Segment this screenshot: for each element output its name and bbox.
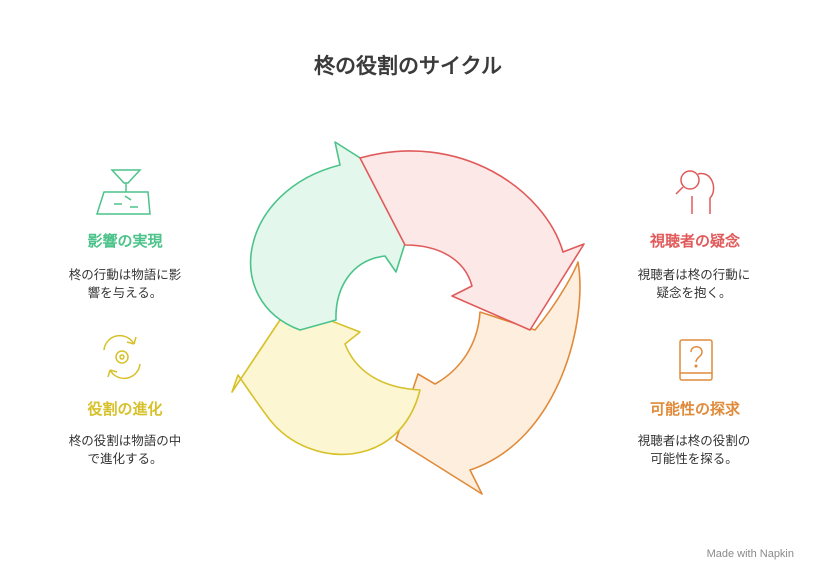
node-desc-influence: 柊の行動は物語に影 響を与える。 [68, 267, 182, 300]
node-desc-evolution: 柊の役割は物語の中 で進化する。 [68, 433, 182, 466]
person-search-icon [675, 170, 715, 214]
node-label-evolution: 役割の進化 [87, 400, 163, 418]
cycle-arrow-red [359, 150, 585, 331]
gear-cycle-icon [103, 334, 141, 380]
node-label-doubt: 視聴者の疑念 [649, 232, 740, 250]
cycle-arrow-orange [395, 261, 581, 495]
node-desc-doubt: 視聴者は柊の行動に 疑念を抱く。 [637, 267, 751, 300]
node-desc-exploration: 視聴者は柊の役割の 可能性を探る。 [637, 433, 751, 466]
node-label-exploration: 可能性の探求 [649, 400, 740, 418]
question-book-icon [679, 339, 713, 381]
node-label-influence: 影響の実現 [87, 232, 163, 250]
napkin-watermark: Made with Napkin [706, 548, 794, 560]
funnel-map-icon [95, 169, 151, 215]
page-title: 柊の役割のサイクル [314, 54, 502, 78]
cycle-arrow-yellow [231, 304, 421, 456]
